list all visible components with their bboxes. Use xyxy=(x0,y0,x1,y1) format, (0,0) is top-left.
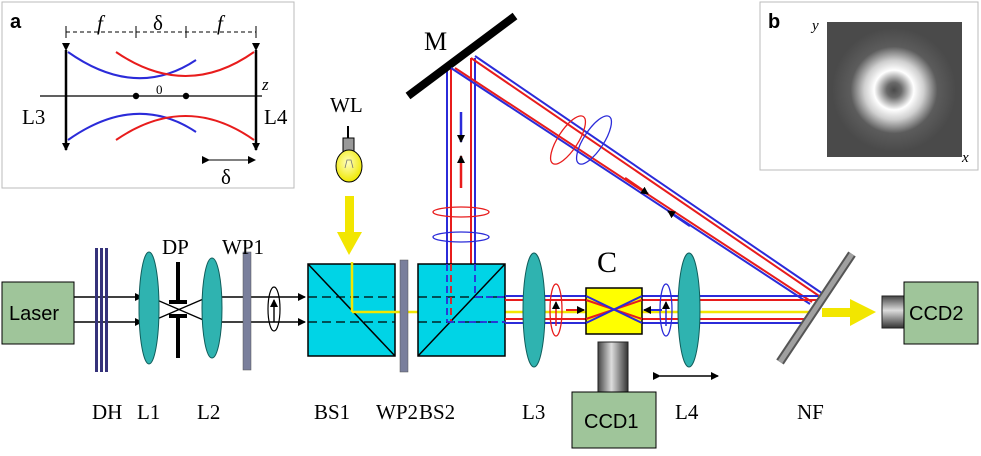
dp-edge-top xyxy=(169,300,187,304)
mirror-m-surface xyxy=(405,12,518,100)
nf-label: NF xyxy=(797,400,824,424)
camera-ccd2: CCD2 xyxy=(881,281,979,345)
white-light-source: WL xyxy=(330,93,363,255)
l4-label: L4 xyxy=(675,400,699,424)
panel-a-inset: a f δ f z 0 L3 L4 δ xyxy=(1,1,295,189)
red-polarization-l3 xyxy=(549,283,563,337)
l3-label: L3 xyxy=(522,400,545,424)
mirror-m-label: M xyxy=(424,27,447,56)
blue-polarization-l4 xyxy=(659,283,673,337)
red-beam-envelope-bottom xyxy=(115,115,255,141)
ccd1-label: CCD1 xyxy=(584,411,638,433)
yellow-output-shaft xyxy=(822,308,852,317)
doughnut-beam-profile xyxy=(832,28,956,152)
beam-crossing-2 xyxy=(149,296,209,323)
crystal-cell-c: C xyxy=(566,246,662,335)
beam-splitter-bs2 xyxy=(417,263,506,357)
dh-plate xyxy=(95,248,98,372)
lens-l3-label: L3 xyxy=(22,105,45,129)
dh-plate xyxy=(100,248,103,372)
blue-beam-envelope-top xyxy=(67,51,197,80)
laser-label: Laser xyxy=(9,303,59,325)
yellow-output-head xyxy=(850,299,876,326)
panel-a-label: a xyxy=(10,11,22,33)
blue-diagonal-polarization xyxy=(575,115,613,165)
panel-b-label: b xyxy=(768,11,780,33)
focal-length-left: f xyxy=(97,11,106,35)
diagonal-blue-outer-2 xyxy=(474,55,827,297)
lens-l4 xyxy=(677,252,701,368)
waveplate-wp1 xyxy=(242,251,252,371)
yellow-arrow-shaft xyxy=(345,196,354,234)
lens-l2 xyxy=(201,257,223,359)
y-axis-label: y xyxy=(810,18,819,34)
focus-point-left xyxy=(132,92,140,100)
mirror-m: M xyxy=(405,12,518,100)
l1-label: L1 xyxy=(137,400,160,424)
red-polarization-ellipse xyxy=(432,206,490,218)
diffraction-hologram-dh xyxy=(95,248,108,372)
yellow-arrow-head xyxy=(337,232,362,255)
polarization-indicator-black xyxy=(267,286,281,332)
dp-label: DP xyxy=(162,235,189,259)
dp-blade-bottom xyxy=(176,316,180,358)
blue-polarization-ellipse xyxy=(432,231,490,243)
bs1-label: BS1 xyxy=(314,400,350,424)
red-diagonal-polarization xyxy=(549,115,587,165)
x-axis-label: x xyxy=(961,150,969,166)
focal-length-right: f xyxy=(217,11,226,35)
red-diagonal-arrow xyxy=(624,176,649,196)
notch-filter-nf xyxy=(776,251,856,365)
bs2-diagonal xyxy=(417,263,506,357)
bs2-label: BS2 xyxy=(419,400,455,424)
ccd2-box xyxy=(903,281,979,345)
bulb-filament xyxy=(344,159,354,169)
diagonal-blue-outer xyxy=(450,67,811,305)
wp2-label: WP2 xyxy=(376,400,418,424)
ccd1-box xyxy=(571,391,657,449)
wl-label: WL xyxy=(330,93,363,117)
delta-bottom-label: δ xyxy=(221,165,231,189)
lens-l3 xyxy=(522,252,546,368)
cell-c-label: C xyxy=(597,246,617,279)
input-beams xyxy=(74,293,306,326)
panel-b-inset: b y x xyxy=(759,1,979,171)
wp1-label: WP1 xyxy=(222,235,264,259)
bulb-icon xyxy=(335,149,363,183)
blue-diagonal-arrow xyxy=(667,209,691,228)
cell-c-box xyxy=(585,287,643,335)
delta-top-label: δ xyxy=(153,11,163,35)
z-axis-label: z xyxy=(261,75,269,94)
laser-box xyxy=(1,281,75,345)
cell-blue-cross-2 xyxy=(585,295,643,324)
nf-plate-highlight xyxy=(777,252,855,364)
diaphragm-dp xyxy=(169,262,187,358)
diagonal-red-inner-2 xyxy=(470,57,823,299)
vertical-beams-to-mirror xyxy=(432,58,490,268)
camera-ccd1: CCD1 xyxy=(571,341,657,449)
l2-label: L2 xyxy=(197,400,220,424)
dh-label: DH xyxy=(92,400,122,424)
red-beam-envelope-top xyxy=(115,51,255,77)
waveplate-wp2 xyxy=(399,259,409,373)
ccd2-label: CCD2 xyxy=(909,303,963,325)
lens-l4-label: L4 xyxy=(264,105,288,129)
circular-polarization-ellipse xyxy=(267,286,281,332)
origin-label: 0 xyxy=(156,82,163,97)
diagonal-beams-to-nf xyxy=(450,55,827,305)
dh-plate xyxy=(105,248,108,372)
ccd2-barrel xyxy=(881,295,907,329)
ccd1-barrel xyxy=(597,341,629,395)
lens-l1 xyxy=(138,251,160,365)
dp-blade-top xyxy=(176,262,180,302)
laser-source: Laser xyxy=(1,281,75,345)
focus-point-right xyxy=(182,92,190,100)
blue-beam-envelope-bottom xyxy=(67,112,197,141)
